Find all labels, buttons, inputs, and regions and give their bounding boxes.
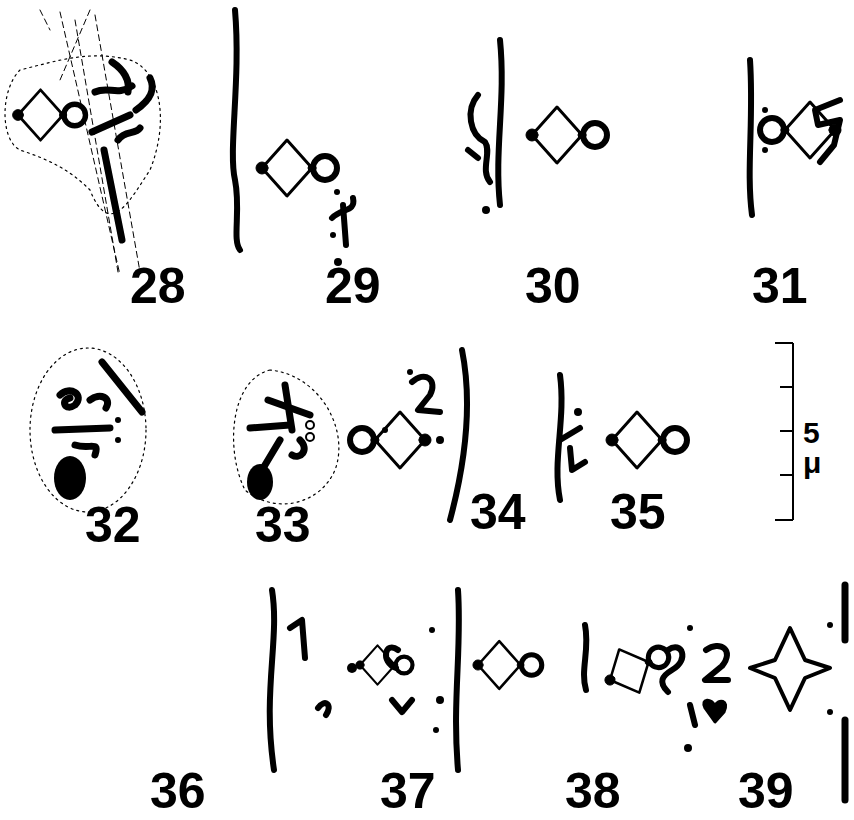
figure-number: 35	[610, 487, 666, 537]
figure-number: 39	[738, 766, 794, 816]
chromosome	[233, 10, 240, 250]
scale-unit: μ	[803, 448, 821, 478]
figure-number: 28	[130, 261, 186, 311]
figure-number: 31	[752, 261, 808, 311]
ring-bivalent	[13, 90, 86, 140]
figure-number: 29	[325, 261, 381, 311]
ring-bivalent	[606, 412, 687, 468]
figure-number: 33	[255, 500, 311, 550]
figure-number: 34	[470, 487, 526, 537]
ring-bivalent	[526, 107, 607, 163]
figure-number: 38	[565, 766, 621, 816]
figure-number: 32	[85, 500, 141, 550]
cell-outline	[5, 56, 160, 214]
figure-number: 30	[525, 261, 581, 311]
ring-bivalent	[350, 412, 431, 468]
figure-number: 36	[150, 766, 206, 816]
scale-value: 5	[803, 418, 820, 448]
ring-bivalent	[356, 645, 413, 684]
ring-bivalent	[473, 641, 542, 689]
chromosomes	[92, 62, 152, 240]
scale-bar	[775, 343, 793, 520]
spindle-lines	[40, 10, 140, 275]
ring-bivalent	[256, 140, 337, 196]
figure-number: 37	[380, 766, 436, 816]
